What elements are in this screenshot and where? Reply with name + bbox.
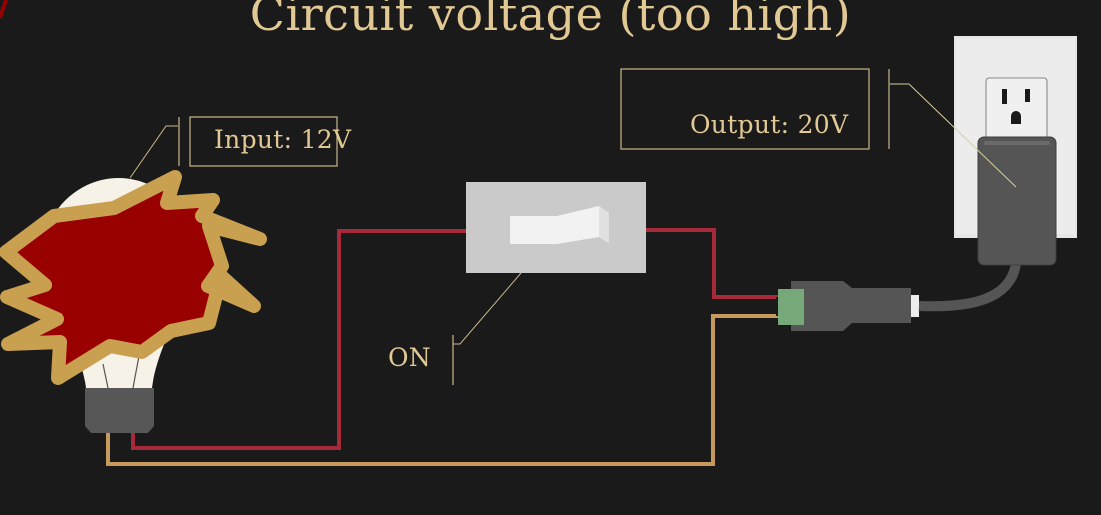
connector-body [791, 281, 911, 331]
adapter-body [977, 136, 1057, 266]
outlet-ground-hole [1011, 111, 1021, 124]
input-callout-label: Input: 12V [214, 125, 352, 154]
output-callout-box [620, 68, 870, 150]
input-callout-leader [129, 125, 178, 179]
wires [106, 228, 783, 466]
output-callout-leader [890, 83, 1017, 188]
adapter-highlight [984, 141, 1050, 145]
bulb-filament-right [132, 355, 140, 389]
power-adapter-icon [977, 136, 1057, 266]
outlet-socket [985, 77, 1048, 143]
starburst-icon [0, 170, 267, 385]
switch-rocker-side [599, 206, 609, 243]
switch-callout-leader [453, 272, 522, 345]
power-cable [918, 262, 1021, 312]
bulb-base [85, 388, 154, 433]
wire-negative [106, 314, 783, 466]
corner-fragment [0, 0, 8, 19]
diagram-title: Circuit voltage (too high) [249, 0, 852, 41]
rocker-switch-icon[interactable] [466, 182, 646, 273]
output-callout-label: Output: 20V [690, 110, 849, 139]
connector-collar [911, 295, 919, 317]
barrel-connector-icon [776, 281, 919, 331]
outlet-slot-right [1025, 89, 1030, 102]
wire-positive-switch-to-connector [645, 228, 783, 299]
bulb-filament-left [102, 363, 109, 389]
connector-terminal-front [778, 289, 804, 325]
output-callout [620, 68, 1017, 188]
switch-rocker[interactable] [510, 206, 609, 244]
wire-positive-bulb-to-switch [131, 229, 466, 450]
outlet-slot-left [1002, 89, 1007, 104]
switch-callout-label: ON [388, 343, 431, 372]
switch-callout [452, 272, 522, 385]
input-callout-box [189, 116, 338, 167]
input-callout [129, 116, 338, 179]
